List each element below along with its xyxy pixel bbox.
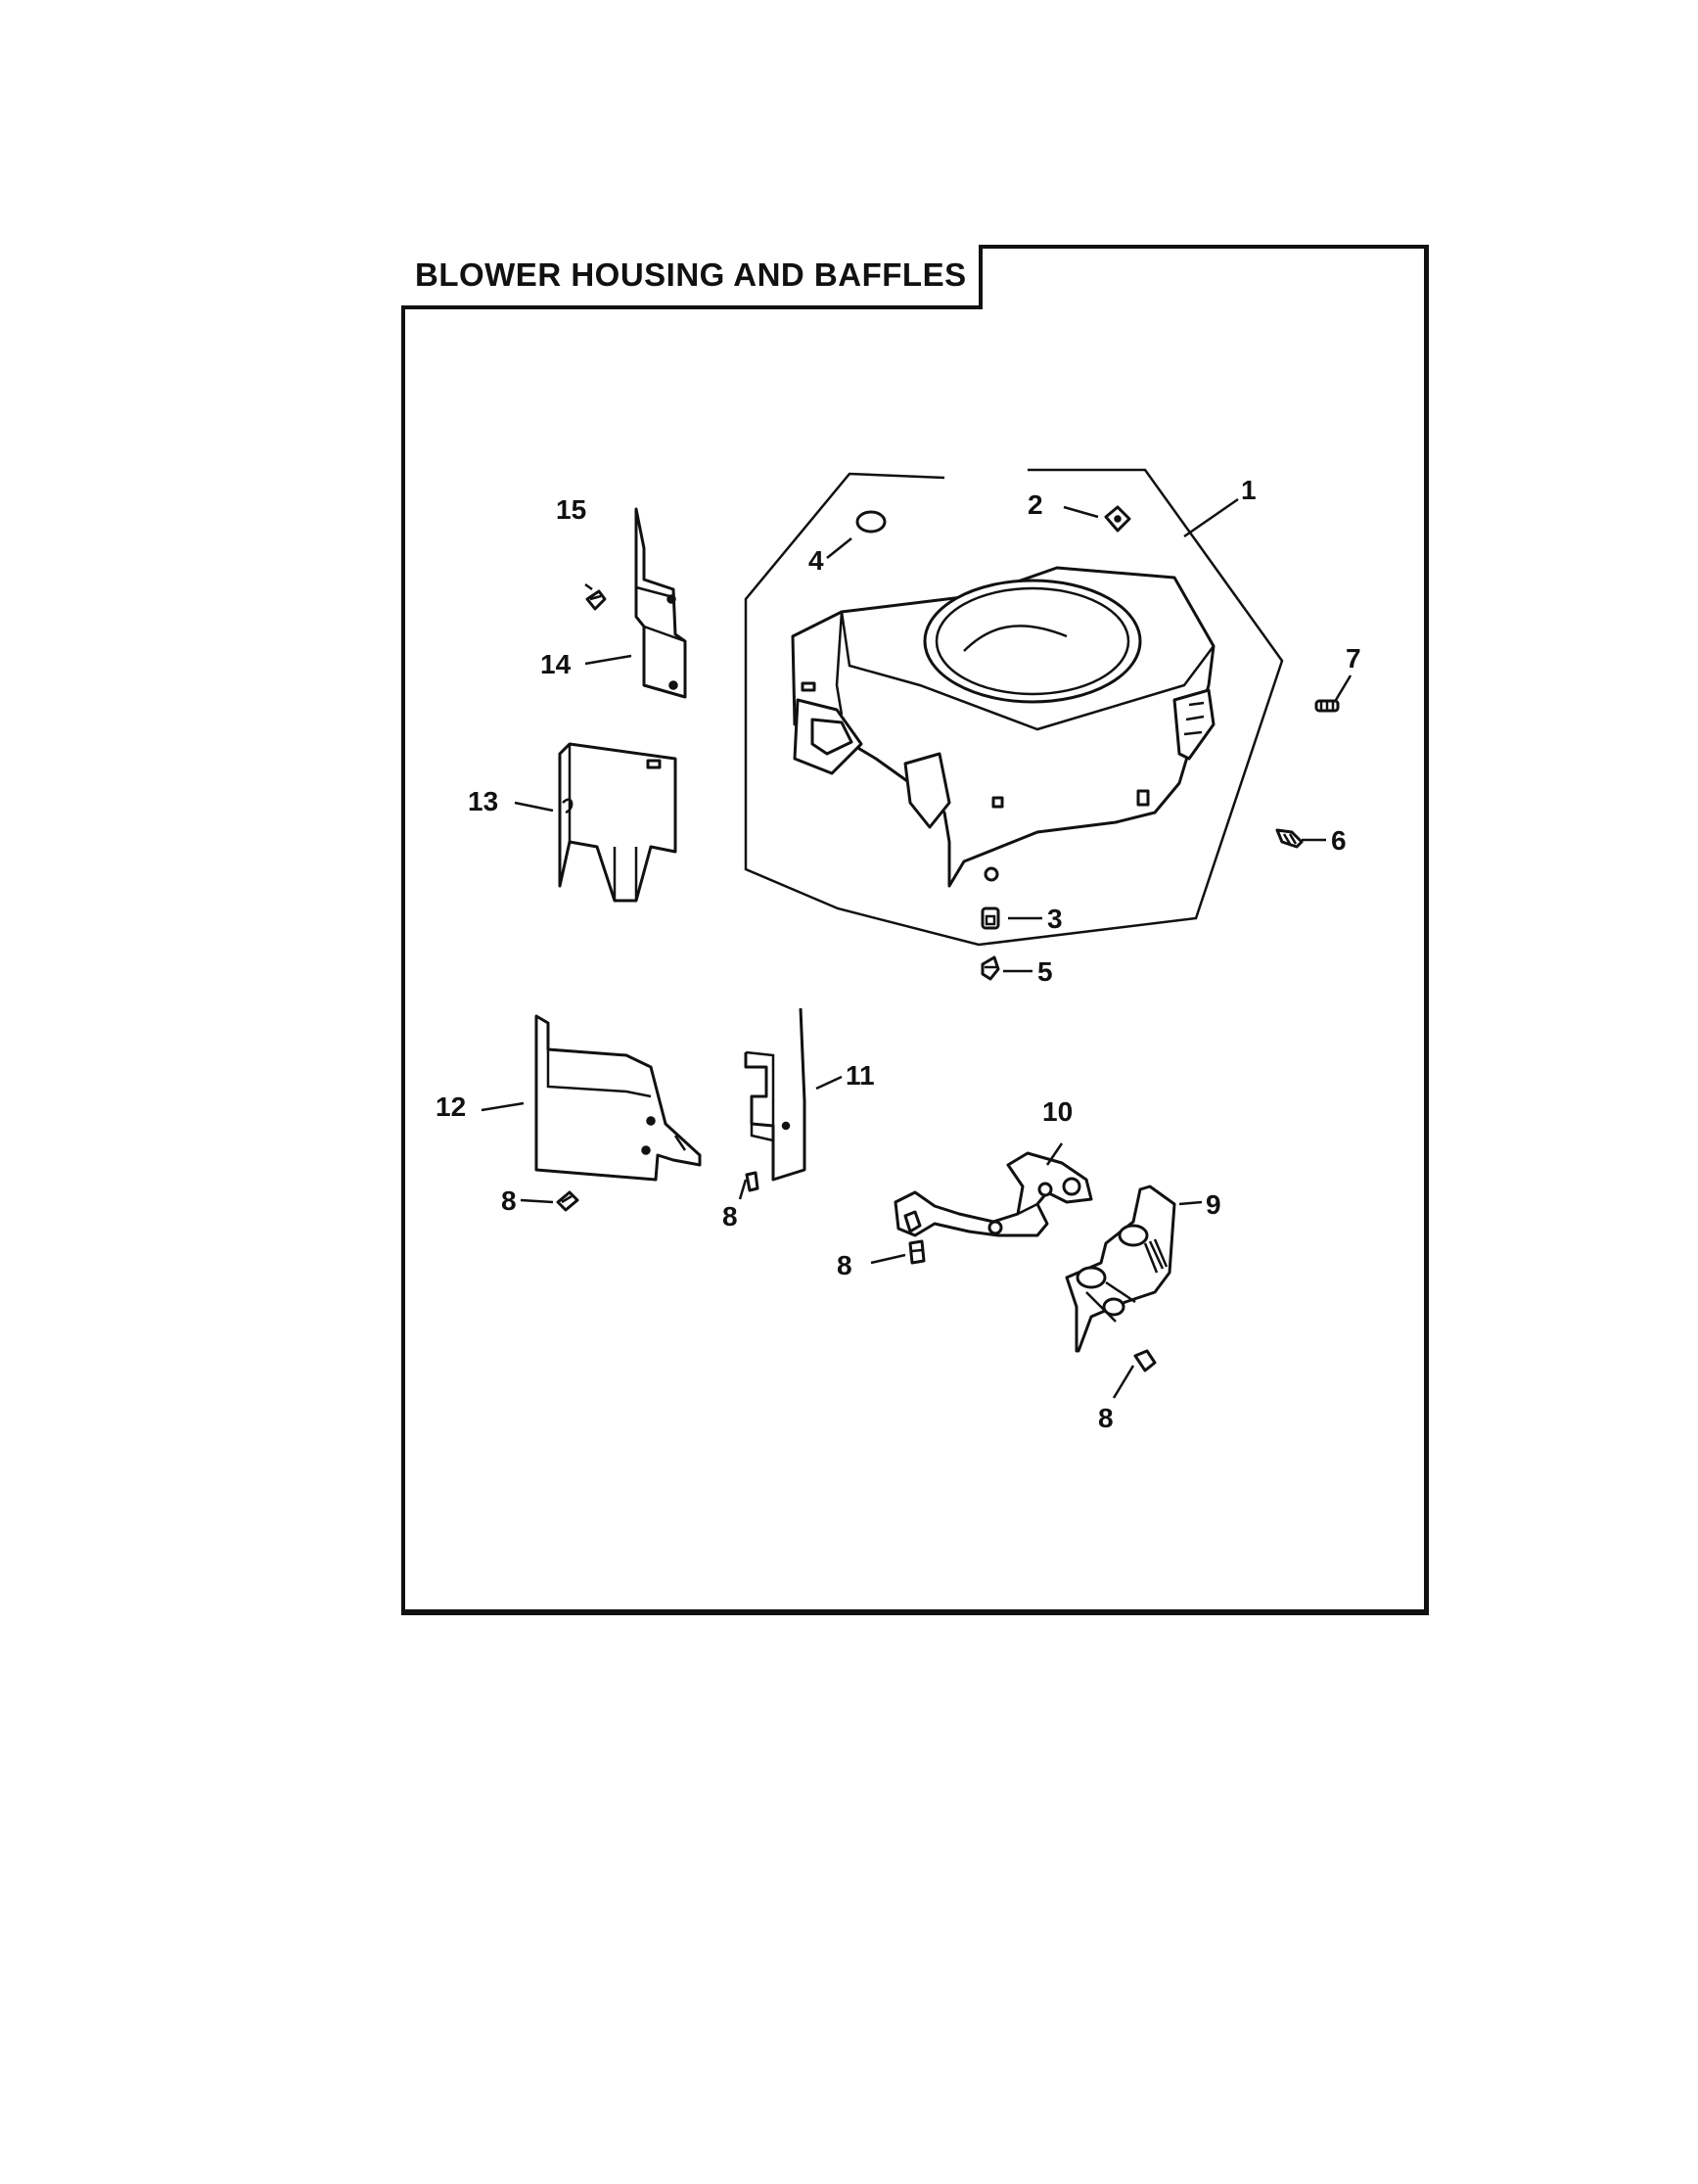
callout-5: 5 <box>1037 956 1053 987</box>
callout-10: 10 <box>1042 1096 1073 1127</box>
callout-8-a: 8 <box>501 1185 517 1216</box>
part-8-screw-c <box>908 1239 926 1265</box>
part-7-screw <box>1314 699 1340 713</box>
callout-14: 14 <box>540 649 572 679</box>
callout-12: 12 <box>436 1092 466 1122</box>
part-12-baffle <box>534 1014 702 1182</box>
callout-15: 15 <box>556 494 586 525</box>
callout-11: 11 <box>846 1060 875 1091</box>
part-9-baffle <box>1065 1185 1176 1353</box>
callout-8-d: 8 <box>1098 1403 1114 1433</box>
callout-1: 1 <box>1241 475 1257 505</box>
leader-lines <box>481 497 1353 1399</box>
diagram-title: BLOWER HOUSING AND BAFFLES <box>401 245 983 309</box>
part-4-plug <box>855 510 887 534</box>
part-11-bracket <box>744 1007 806 1182</box>
part-13-baffle <box>558 742 677 903</box>
part-8-screw-d <box>1133 1349 1157 1372</box>
part-10-bracket <box>894 1151 1093 1237</box>
assembly-boundary <box>744 468 1284 947</box>
part-8-screw-b <box>745 1171 759 1192</box>
callout-8-b: 8 <box>722 1201 738 1231</box>
callout-2: 2 <box>1028 489 1043 520</box>
callout-8-c: 8 <box>837 1250 852 1280</box>
blower-housing <box>791 566 1216 888</box>
part-6-screw <box>1275 828 1304 849</box>
callout-7: 7 <box>1346 643 1361 674</box>
part-8-screw-a <box>556 1190 579 1212</box>
part-3-nut <box>981 906 1000 930</box>
callout-13: 13 <box>468 786 498 816</box>
part-14-baffle <box>634 507 687 699</box>
part-15-screw <box>585 589 607 611</box>
callout-6: 6 <box>1331 825 1347 856</box>
part-2-square <box>1104 505 1131 533</box>
part-5-screw <box>981 955 1000 981</box>
callout-3: 3 <box>1047 904 1063 934</box>
callout-9: 9 <box>1206 1189 1221 1220</box>
callout-4: 4 <box>808 545 824 576</box>
